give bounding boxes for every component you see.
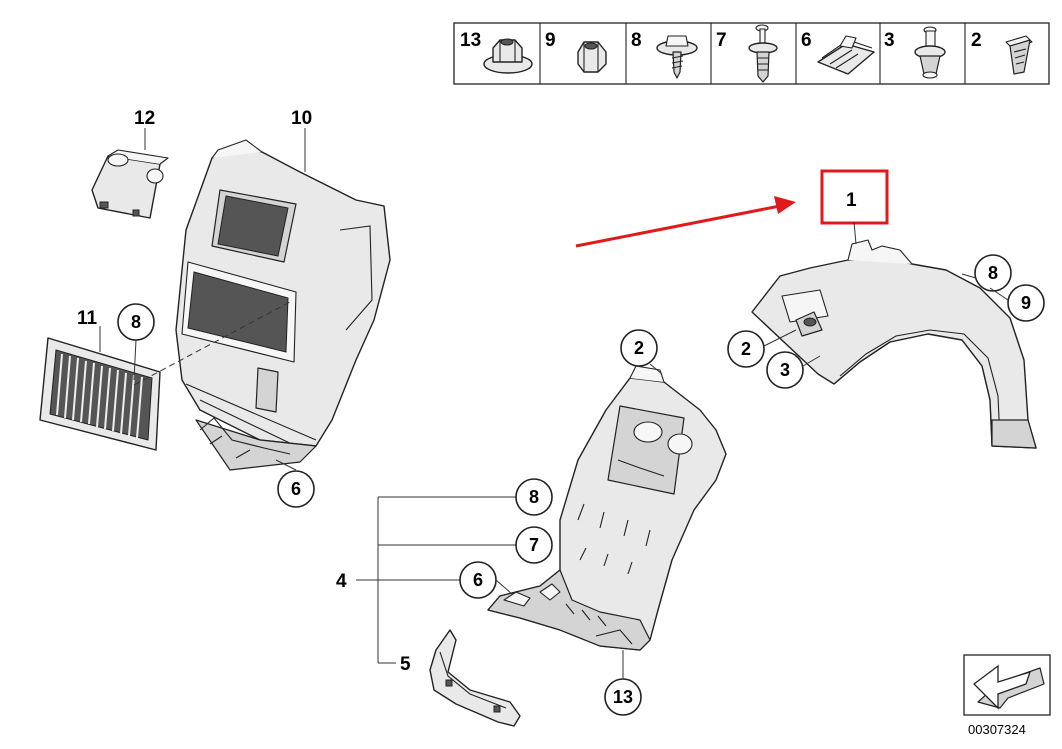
fastener-number-9: 9 [545,30,556,51]
label-8-liner: 8 [988,263,998,283]
part-12-cover-illustration [91,149,169,219]
label-6-group: 6 [473,570,483,590]
label-6-panel: 6 [291,479,301,499]
fastener-number-13: 13 [460,30,481,51]
label-13: 13 [613,687,633,707]
label-2-liner: 2 [741,339,751,359]
fastener-number-8: 8 [631,30,642,51]
label-10: 10 [291,108,312,129]
part-5-strip-illustration [429,629,521,727]
push-rivet-icon [914,26,946,79]
highlight-arrow [774,196,796,214]
label-3: 3 [780,360,790,380]
fastener-number-6: 6 [801,30,812,51]
label-9: 9 [1021,293,1031,313]
label-4: 4 [336,571,347,592]
part-11-grille-illustration [39,337,161,451]
fastener-header-table: 13 9 8 7 6 3 2 [453,22,1050,85]
label-8-grille: 8 [131,312,141,332]
spring-clip-nut-icon [817,35,875,75]
spreader-nut-icon [1005,35,1033,75]
washer-screw-icon [656,35,698,79]
expanding-rivet-icon [748,24,778,83]
label-2-middle: 2 [634,338,644,358]
part-1-wheel-arch-liner-illustration [751,239,1037,449]
part-4-liner-illustration [487,365,727,651]
part-10-panel-illustration [175,139,391,471]
label-1: 1 [846,190,857,211]
fastener-number-3: 3 [884,30,895,51]
orientation-arrow-icon [963,654,1051,716]
flange-nut-icon [483,38,533,74]
hex-nut-icon [577,41,607,73]
label-12: 12 [134,108,155,129]
fastener-number-2: 2 [971,30,982,51]
label-11: 11 [77,308,98,329]
label-8-group: 8 [529,487,539,507]
document-number: 00307324 [968,722,1026,737]
label-7: 7 [529,535,539,555]
fastener-number-7: 7 [716,30,727,51]
part-4-group-bracket [356,496,516,664]
label-5: 5 [400,654,411,675]
